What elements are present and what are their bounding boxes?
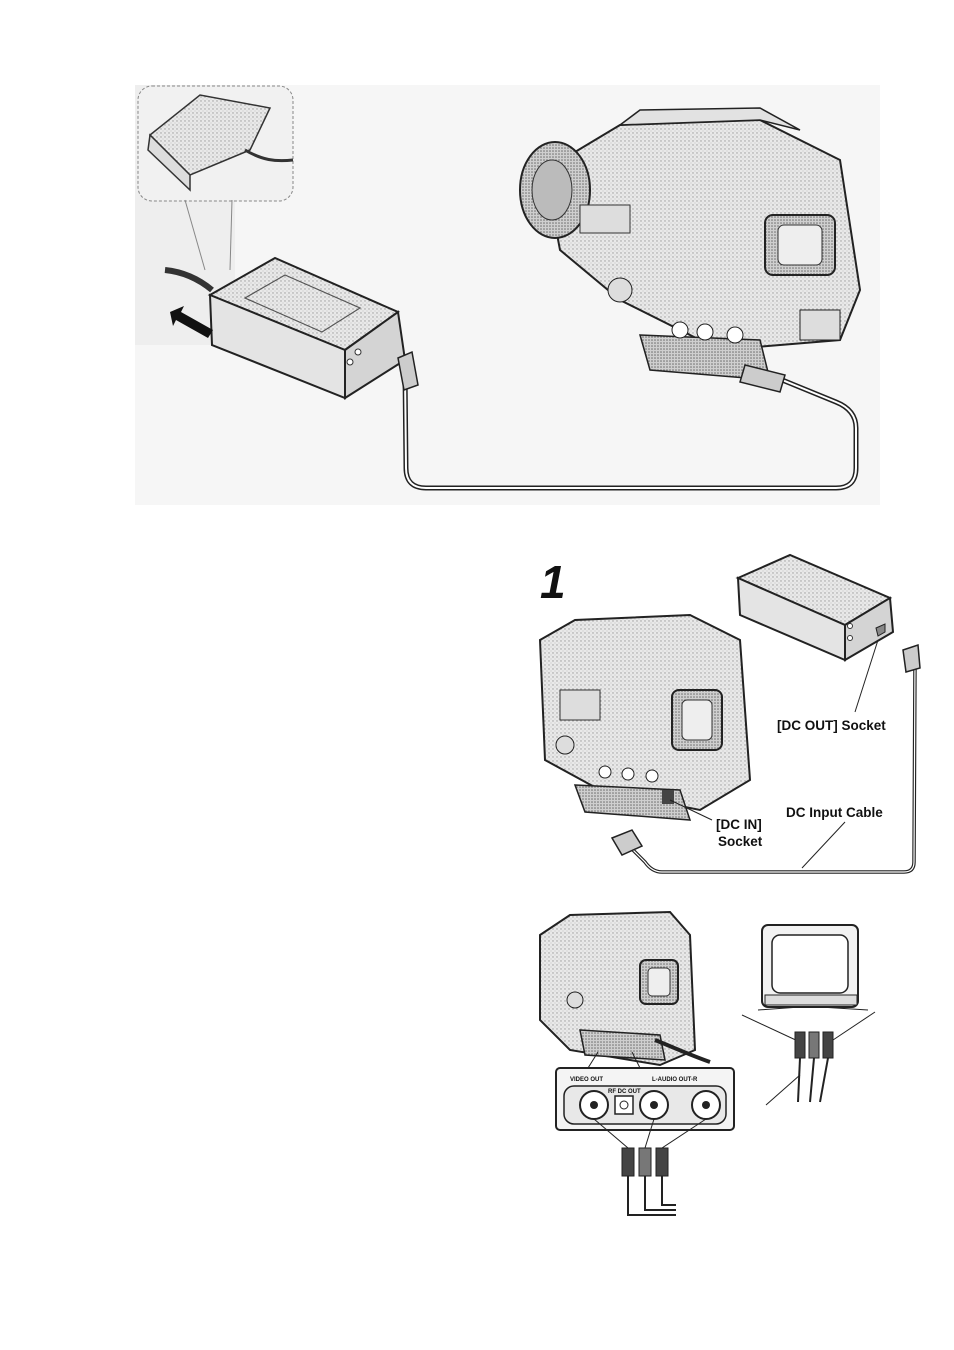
tv-connection-scene: VIDEO OUT RF DC OUT L-AUDIO OUT-R (540, 912, 875, 1215)
top-scene (135, 85, 880, 505)
rf-dc-out-jack-label: RF DC OUT (608, 1089, 641, 1095)
step-1-scene: 1 (540, 555, 920, 872)
dc-input-cable-label: DC Input Cable (786, 805, 883, 820)
television (758, 925, 868, 1010)
av-jack-panel: VIDEO OUT RF DC OUT L-AUDIO OUT-R (556, 1052, 734, 1130)
audio-out-jack-label: L-AUDIO OUT-R (652, 1077, 698, 1083)
dc-out-socket-label: [DC OUT] Socket (777, 718, 886, 733)
camcorder-step1 (540, 615, 750, 820)
av-cable-tv-side (742, 1012, 875, 1105)
video-out-jack-label: VIDEO OUT (570, 1077, 603, 1083)
dc-in-label-line2: Socket (718, 834, 763, 849)
rf-dc-out-jack (615, 1096, 633, 1114)
av-cable-camcorder-side (594, 1119, 706, 1215)
ac-adaptor-step1 (738, 555, 893, 660)
dc-in-label-line1: [DC IN] (716, 817, 762, 832)
step-number: 1 (540, 556, 566, 608)
camcorder-tv (540, 912, 710, 1065)
